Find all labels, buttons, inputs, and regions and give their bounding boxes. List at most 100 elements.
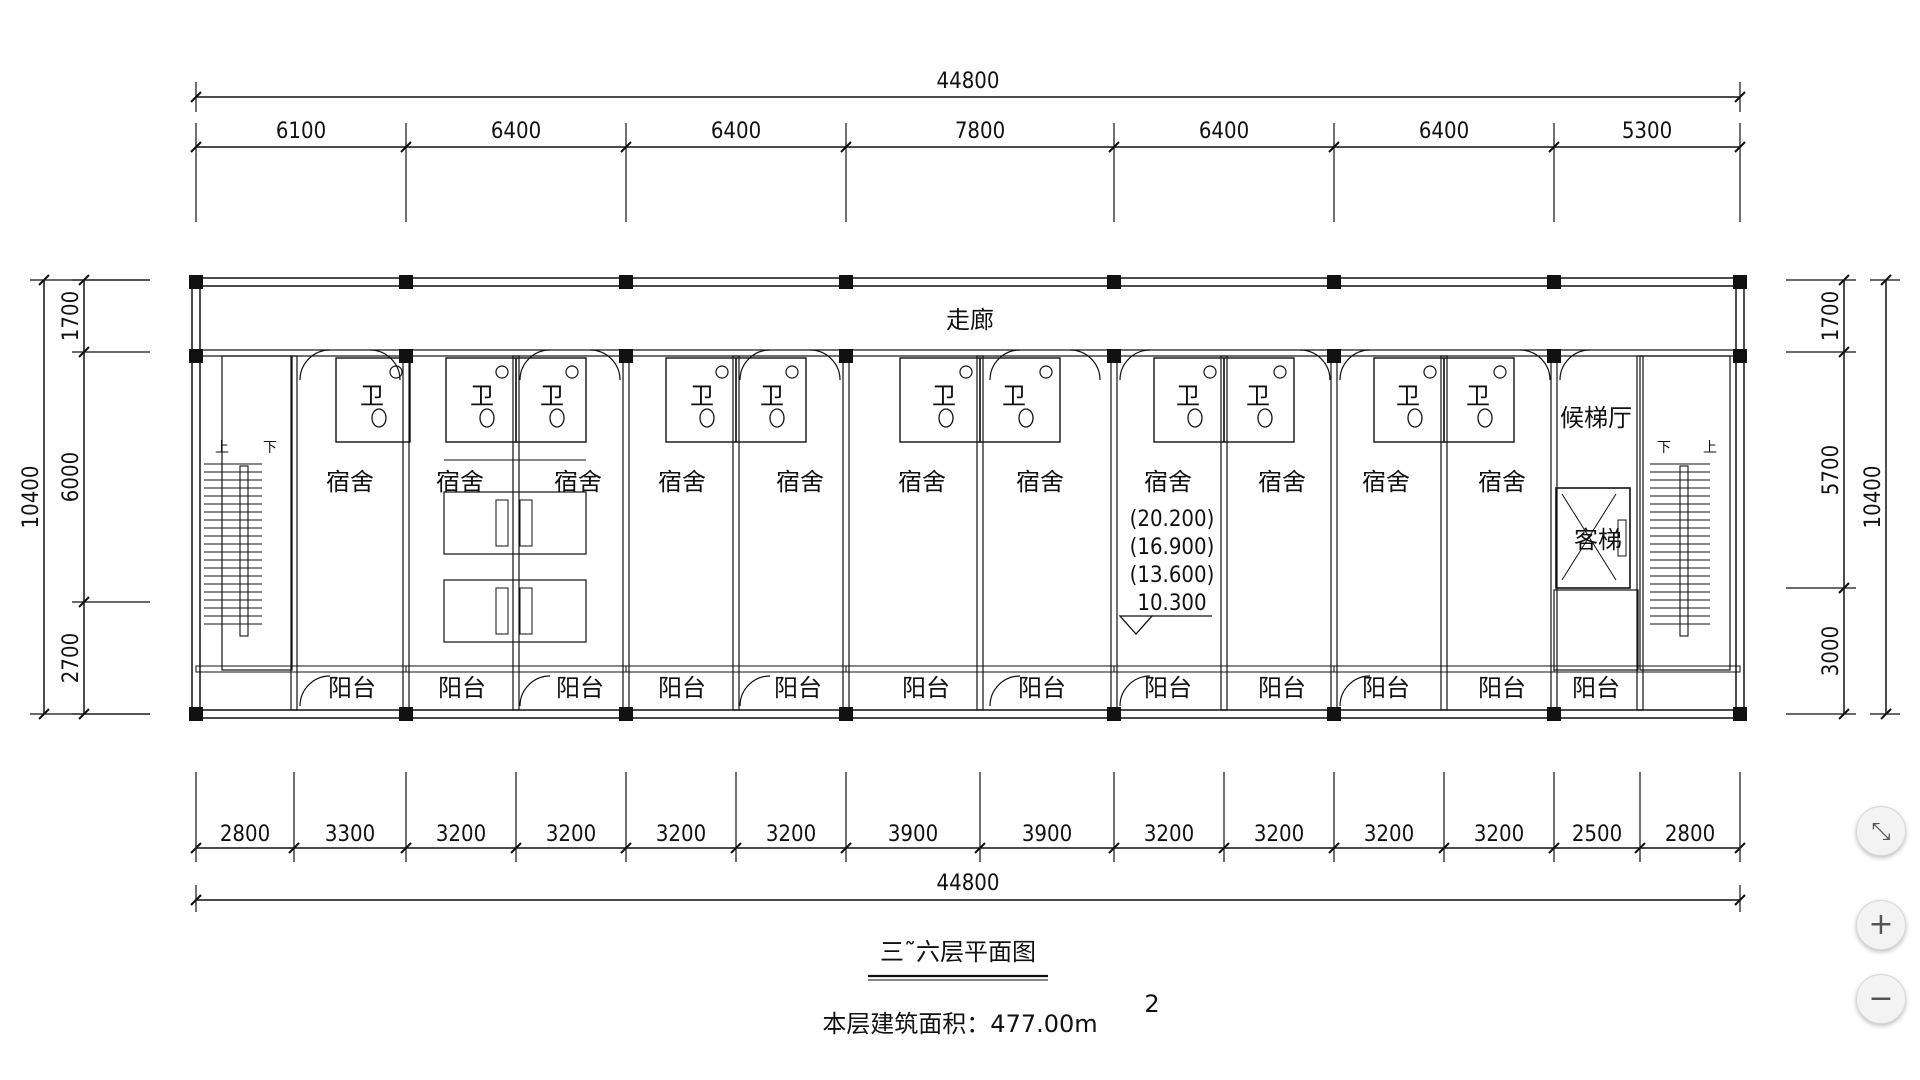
label-elevation: (16.900) bbox=[1130, 535, 1215, 560]
dim-right-segment: 5700 bbox=[1819, 445, 1844, 495]
toilet-fixture bbox=[479, 408, 495, 428]
dim-tick bbox=[730, 842, 742, 854]
zoom-in-icon: + bbox=[1868, 907, 1894, 942]
dim-bottom-bay: 3200 bbox=[1144, 822, 1194, 847]
floor-drain bbox=[959, 365, 973, 379]
dim-tick bbox=[190, 894, 202, 906]
bathroom-pod bbox=[515, 357, 587, 443]
dim-bottom-bay: 3900 bbox=[1022, 822, 1072, 847]
partition-wall bbox=[842, 355, 850, 711]
dim-bottom-bay: 3200 bbox=[1474, 822, 1524, 847]
dim-tick bbox=[1734, 894, 1746, 906]
balcony-door-swing bbox=[1119, 675, 1151, 707]
label-toilet: 卫 bbox=[760, 382, 784, 410]
dim-tick bbox=[1734, 141, 1746, 153]
dim-tick bbox=[1438, 842, 1450, 854]
dim-tick bbox=[1838, 274, 1850, 286]
floor-drain bbox=[1203, 365, 1217, 379]
label-dormitory: 宿舍 bbox=[1362, 468, 1410, 496]
bed-furniture bbox=[443, 491, 587, 555]
label-balcony: 阳台 bbox=[1362, 674, 1410, 702]
bathroom-pod bbox=[335, 357, 411, 443]
floor-drain bbox=[715, 365, 729, 379]
label-dormitory: 宿舍 bbox=[1258, 468, 1306, 496]
elevator-door bbox=[1617, 519, 1627, 557]
dim-left-overall: 10400 bbox=[19, 466, 44, 529]
floor-drain bbox=[785, 365, 799, 379]
dim-tick bbox=[1734, 91, 1746, 103]
balcony-door-swing bbox=[299, 675, 331, 707]
label-elevator: 客梯 bbox=[1574, 526, 1622, 554]
structural-column bbox=[619, 707, 633, 721]
label-toilet: 卫 bbox=[360, 382, 384, 410]
partition-wall bbox=[290, 355, 298, 711]
structural-column bbox=[839, 275, 853, 289]
dim-tick bbox=[78, 274, 90, 286]
door-swing bbox=[589, 349, 621, 381]
dim-tick bbox=[190, 842, 202, 854]
dim-tick bbox=[510, 842, 522, 854]
dim-bottom-bay: 2500 bbox=[1572, 822, 1622, 847]
zoom-out-button[interactable]: − bbox=[1856, 974, 1906, 1024]
label-balcony: 阳台 bbox=[1478, 674, 1526, 702]
dim-tick bbox=[840, 141, 852, 153]
door-swing bbox=[809, 349, 841, 381]
dim-bottom-bay: 3900 bbox=[888, 822, 938, 847]
toilet-fixture bbox=[938, 408, 954, 428]
label-stair-down: 下 bbox=[263, 440, 277, 456]
label-balcony: 阳台 bbox=[902, 674, 950, 702]
dim-tick bbox=[78, 708, 90, 720]
structural-column bbox=[189, 275, 203, 289]
dim-tick bbox=[1838, 708, 1850, 720]
dim-left-segment: 6000 bbox=[59, 452, 84, 502]
corridor-wall bbox=[191, 349, 1745, 357]
door-swing bbox=[299, 349, 331, 381]
toilet-fixture bbox=[1187, 408, 1203, 428]
dim-left-segment: 1700 bbox=[59, 291, 84, 341]
dim-tick bbox=[1218, 842, 1230, 854]
balcony-wall bbox=[1333, 665, 1555, 673]
dim-bottom-bay: 3200 bbox=[656, 822, 706, 847]
partition-wall bbox=[512, 355, 520, 711]
toilet-fixture bbox=[371, 408, 387, 428]
floor-area-superscript: 2 bbox=[1144, 990, 1159, 1018]
dim-tick bbox=[38, 708, 50, 720]
door-swing bbox=[739, 349, 771, 381]
structural-column bbox=[1107, 275, 1121, 289]
exterior-wall-south bbox=[191, 709, 1745, 719]
label-toilet: 卫 bbox=[470, 382, 494, 410]
toilet-fixture bbox=[1477, 408, 1493, 428]
label-balcony: 阳台 bbox=[1144, 674, 1192, 702]
balcony-wall bbox=[845, 665, 1115, 673]
structural-column bbox=[1327, 707, 1341, 721]
balcony-door-swing bbox=[739, 675, 771, 707]
toilet-fixture bbox=[549, 408, 565, 428]
dim-bottom-bay: 3200 bbox=[436, 822, 486, 847]
partition-wall bbox=[1440, 355, 1448, 711]
dim-overall-top: 44800 bbox=[937, 69, 1000, 94]
dim-tick bbox=[1328, 141, 1340, 153]
dim-tick bbox=[1734, 842, 1746, 854]
dim-tick bbox=[1108, 842, 1120, 854]
dim-tick bbox=[620, 842, 632, 854]
dim-bottom-bay: 3200 bbox=[766, 822, 816, 847]
structural-column bbox=[1107, 707, 1121, 721]
dim-bottom-bay: 3200 bbox=[1254, 822, 1304, 847]
fit-screen-button[interactable]: ⤡ bbox=[1856, 806, 1906, 856]
zoom-out-icon: − bbox=[1868, 981, 1894, 1016]
partition-wall bbox=[976, 355, 984, 711]
label-elevator-lobby: 候梯厅 bbox=[1560, 404, 1632, 432]
structural-column bbox=[399, 707, 413, 721]
label-toilet: 卫 bbox=[540, 382, 564, 410]
label-balcony: 阳台 bbox=[438, 674, 486, 702]
zoom-in-button[interactable]: + bbox=[1856, 900, 1906, 950]
dim-top-bay: 6400 bbox=[1199, 119, 1249, 144]
structural-column bbox=[1547, 707, 1561, 721]
balcony-wall bbox=[1553, 665, 1741, 673]
dim-tick bbox=[974, 842, 986, 854]
stair-well-left bbox=[221, 355, 293, 671]
floor-drain bbox=[495, 365, 509, 379]
toilet-fixture bbox=[699, 408, 715, 428]
